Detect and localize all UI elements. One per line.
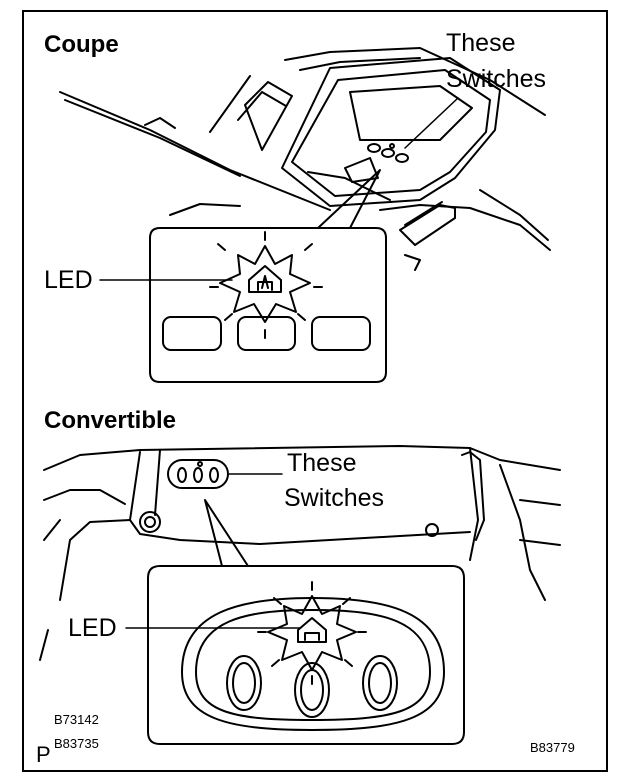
convertible-section-title: Convertible xyxy=(44,407,177,434)
coupe-switches-callout-line2: Switches xyxy=(446,65,547,93)
figure-code-2: B83735 xyxy=(54,736,99,751)
coupe-console-drawing xyxy=(59,47,551,271)
diagram-frame xyxy=(22,10,608,772)
coupe-switches-callout-line1: These xyxy=(446,29,516,57)
convertible-zoom-callout xyxy=(147,499,465,745)
convertible-switches-callout-line2: Switches xyxy=(284,484,385,512)
convertible-led-label: LED xyxy=(68,614,117,642)
figure-code-p: P xyxy=(36,742,51,767)
convertible-rail-drawing xyxy=(39,445,561,661)
convertible-leader-lines xyxy=(125,473,301,629)
figure-code-1: B73142 xyxy=(54,712,99,727)
coupe-zoom-callout xyxy=(149,169,387,383)
coupe-led-label: LED xyxy=(44,266,93,294)
coupe-section-title: Coupe xyxy=(44,31,119,58)
coupe-leader-lines xyxy=(99,97,459,281)
convertible-switches-callout-line1: These xyxy=(287,449,357,477)
figure-code-3: B83779 xyxy=(530,740,575,755)
